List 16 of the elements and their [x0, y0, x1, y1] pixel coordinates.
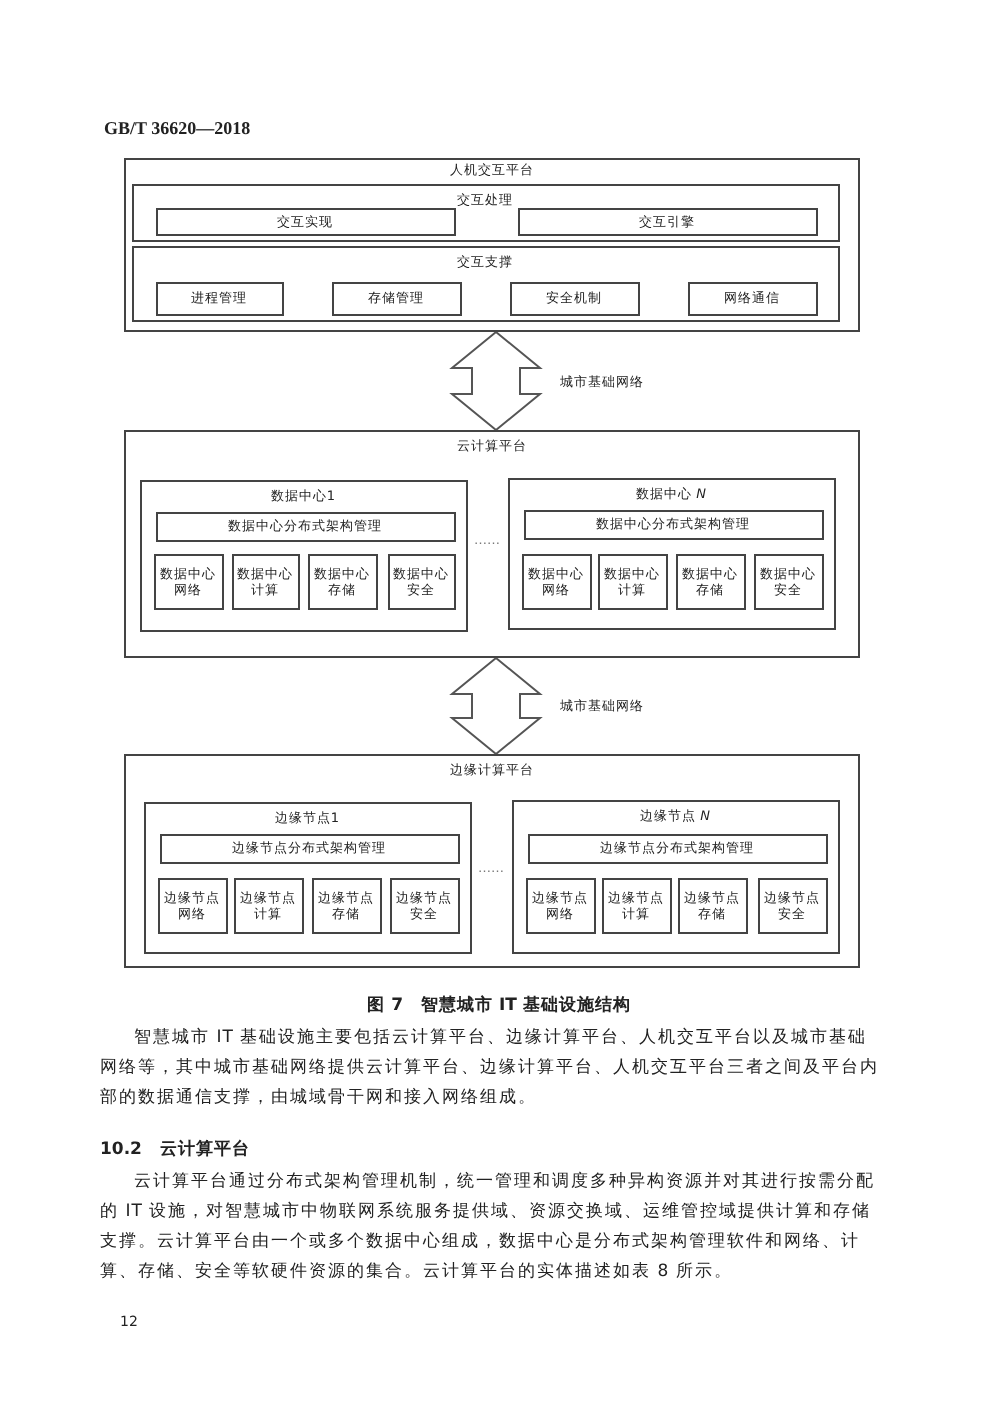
section-heading: 10.2 云计算平台 — [100, 1137, 252, 1164]
double-arrow — [449, 330, 543, 432]
cluster-box — [143, 801, 471, 953]
paragraph: 智慧城市 IT 基础设施主要包括云计算平台、边缘计算平台、人机交互平台以及城市基础网络等，其中城市基础网络提供云计算平台、边缘计算平台、人机交互平台三者之间及平台内部的数据通信支撑，由城域骨干网和接入网络组成。 — [100, 1025, 881, 1112]
platform-box — [124, 430, 860, 658]
figure-caption: 图 7 智慧城市 IT 基础设施结构 — [365, 993, 633, 1020]
layer-box — [131, 245, 839, 321]
layer-box — [131, 183, 839, 241]
cluster-box — [511, 799, 839, 953]
double-arrow — [449, 656, 543, 756]
cluster-box — [507, 477, 835, 629]
cluster-box — [139, 479, 467, 631]
paragraph: 云计算平台通过分布式架构管理机制，统一管理和调度多种异构资源并对其进行按需分配的 IT 设施，对智慧城市中物联网系统服务提供域、资源交换域、运维管控域提供计算和存储支撑。云计算平台由一个或多个数据中心组成，数据中心是分布式架构管理软件和网络、计算、存储、安全等软硬件资源的集合。云计算平台的实体描述如表 8 所示。 — [100, 1169, 877, 1286]
header-text: GB/T 36620—2018 — [104, 116, 251, 142]
platform-box — [124, 158, 860, 332]
platform-box — [124, 754, 860, 968]
